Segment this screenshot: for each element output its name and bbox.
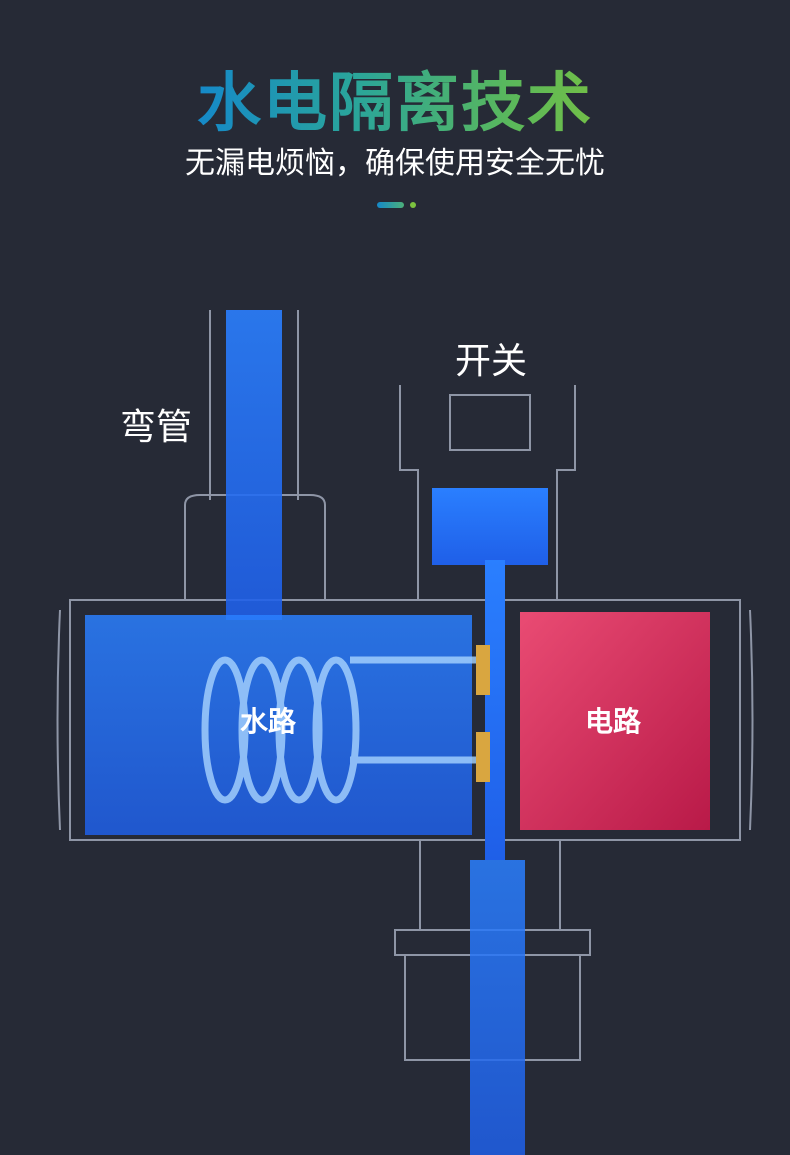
switch-stem bbox=[485, 560, 505, 860]
heating-coil bbox=[201, 656, 480, 804]
terminal-bottom bbox=[476, 732, 490, 782]
bend-pipe-water bbox=[226, 310, 282, 620]
outlet-pipe bbox=[470, 860, 525, 1155]
label-water-path: 水路 bbox=[240, 705, 297, 738]
housing-outline bbox=[56, 310, 754, 1061]
page-title: 水电隔离技术 bbox=[0, 52, 790, 144]
circuit-chamber bbox=[520, 612, 710, 830]
switch-water-block bbox=[432, 488, 548, 565]
page-subtitle: 无漏电烦恼，确保使用安全无忧 bbox=[185, 146, 605, 181]
divider-dot bbox=[410, 202, 416, 208]
terminal-top bbox=[476, 645, 490, 695]
label-circuit: 电路 bbox=[585, 705, 642, 738]
label-switch: 开关 bbox=[455, 341, 528, 382]
label-bend-pipe: 弯管 bbox=[120, 407, 193, 448]
divider-bar bbox=[377, 202, 404, 208]
